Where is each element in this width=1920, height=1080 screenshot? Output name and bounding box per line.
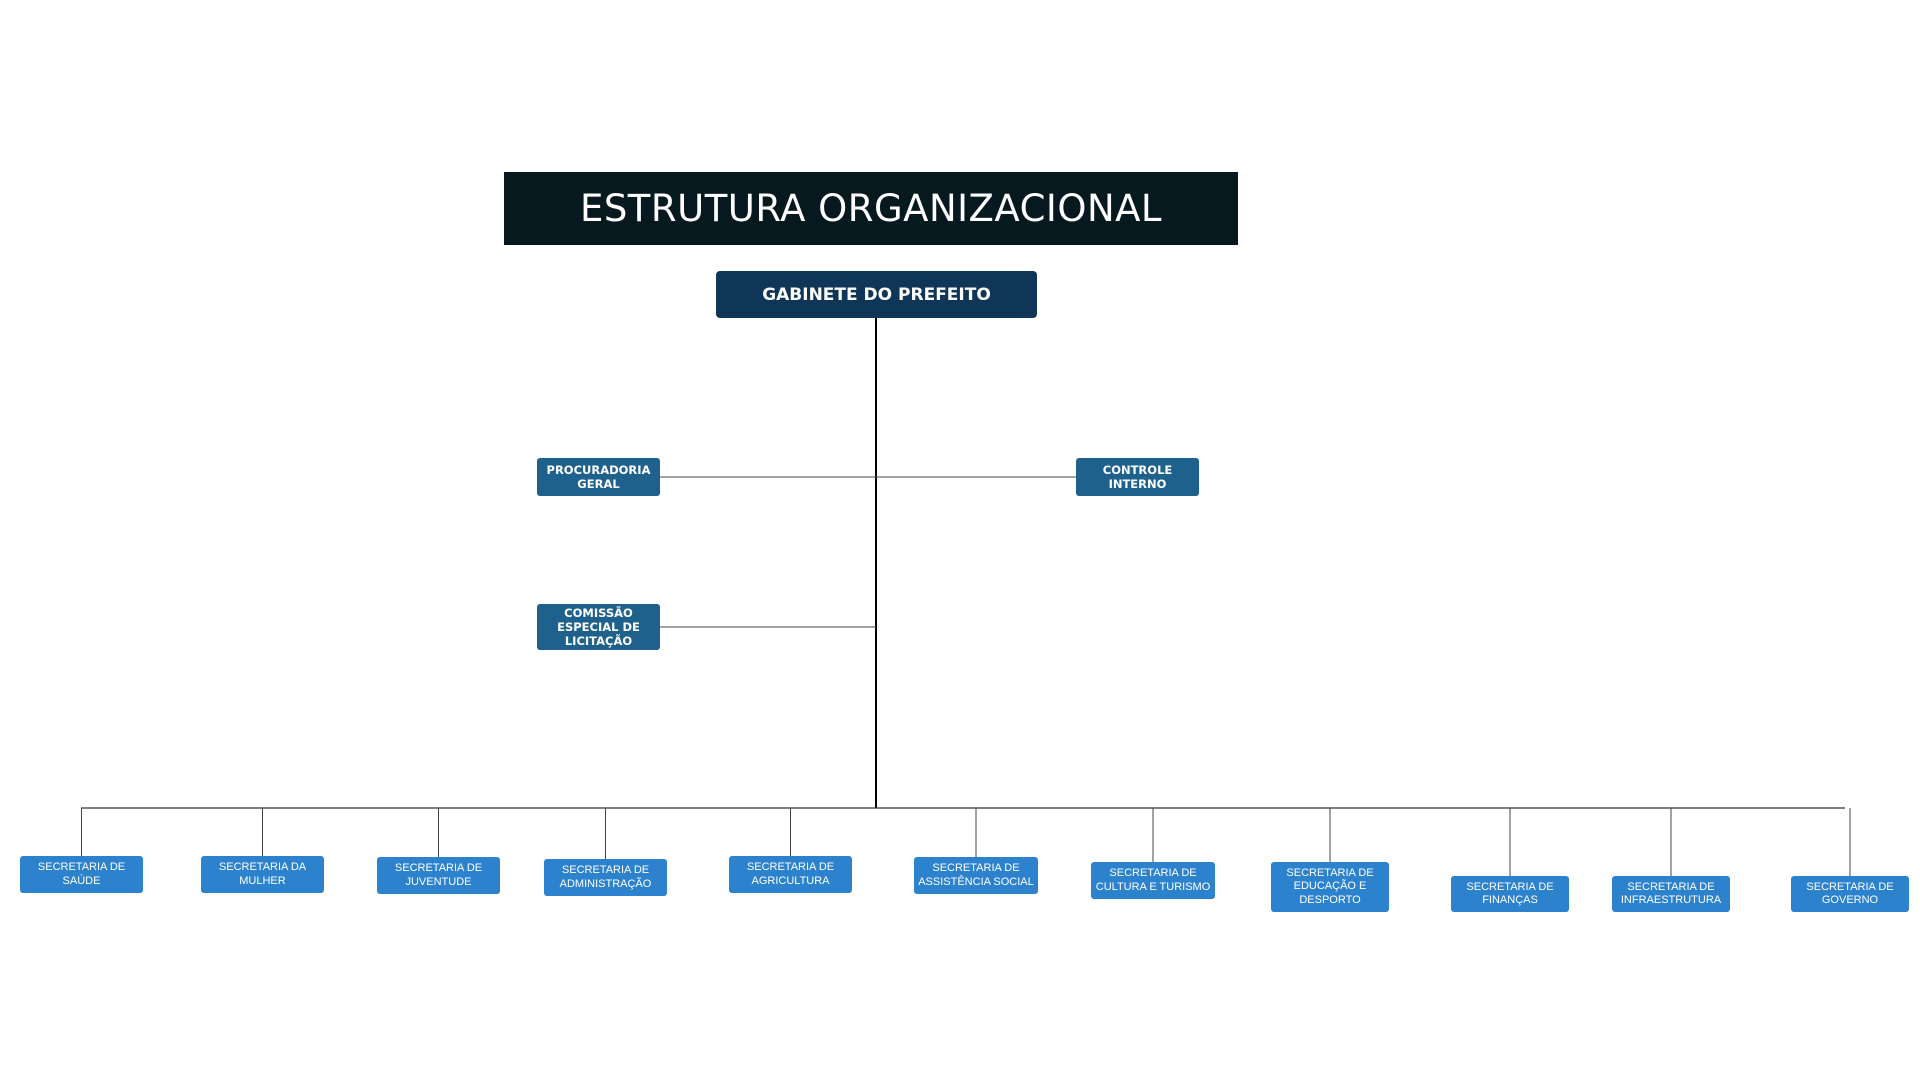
page-title: ESTRUTURA ORGANIZACIONAL bbox=[579, 187, 1163, 230]
node-gabinete-do-prefeito[interactable]: GABINETE DO PREFEITO bbox=[716, 271, 1037, 318]
secretaria-drop-lines bbox=[81, 808, 1851, 876]
secretaria-label: SECRETARIA DE ASSISTÊNCIA SOCIAL bbox=[918, 862, 1034, 888]
secretaria-label: SECRETARIA DE SAÚDE bbox=[37, 861, 126, 887]
node-secretaria-assistencia-social[interactable]: SECRETARIA DE ASSISTÊNCIA SOCIAL bbox=[914, 857, 1038, 894]
node-secretaria-educacao-desporto[interactable]: SECRETARIA DE EDUCAÇÃO E DESPORTO bbox=[1271, 862, 1389, 912]
secretaria-label: SECRETARIA DA MULHER bbox=[218, 861, 307, 887]
node-secretaria-cultura-turismo[interactable]: SECRETARIA DE CULTURA E TURISMO bbox=[1091, 862, 1215, 899]
node-secretaria-governo[interactable]: SECRETARIA DE GOVERNO bbox=[1791, 876, 1909, 912]
node-procuradoria-geral[interactable]: PROCURADORIA GERAL bbox=[537, 458, 660, 496]
secretaria-label: SECRETARIA DE EDUCAÇÃO E DESPORTO bbox=[1286, 866, 1374, 906]
secretaria-label: SECRETARIA DE GOVERNO bbox=[1806, 880, 1894, 907]
secretaria-label: SECRETARIA DE JUVENTUDE bbox=[394, 862, 483, 888]
node-procuradoria-label: PROCURADORIA GERAL bbox=[546, 463, 651, 491]
secretaria-label: SECRETARIA DE ADMINISTRAÇÃO bbox=[559, 864, 652, 890]
secretaria-label: SECRETARIA DE CULTURA E TURISMO bbox=[1095, 867, 1211, 893]
node-secretaria-financas[interactable]: SECRETARIA DE FINANÇAS bbox=[1451, 876, 1569, 912]
node-secretaria-juventude[interactable]: SECRETARIA DE JUVENTUDE bbox=[377, 857, 500, 894]
node-controle-label: CONTROLE INTERNO bbox=[1102, 463, 1173, 491]
node-comissao-label: COMISSÃO ESPECIAL DE LICITAÇÃO bbox=[557, 606, 640, 648]
node-secretaria-mulher[interactable]: SECRETARIA DA MULHER bbox=[201, 856, 324, 893]
secretaria-label: SECRETARIA DE AGRICULTURA bbox=[746, 861, 835, 887]
secretaria-label: SECRETARIA DE INFRAESTRUTURA bbox=[1620, 880, 1722, 907]
title-banner: ESTRUTURA ORGANIZACIONAL bbox=[504, 172, 1238, 245]
secretaria-label: SECRETARIA DE FINANÇAS bbox=[1466, 880, 1554, 907]
node-controle-interno[interactable]: CONTROLE INTERNO bbox=[1076, 458, 1199, 496]
node-secretaria-saude[interactable]: SECRETARIA DE SAÚDE bbox=[20, 856, 143, 893]
node-secretaria-agricultura[interactable]: SECRETARIA DE AGRICULTURA bbox=[729, 856, 852, 893]
node-comissao-licitacao[interactable]: COMISSÃO ESPECIAL DE LICITAÇÃO bbox=[537, 604, 660, 650]
node-gabinete-label: GABINETE DO PREFEITO bbox=[762, 284, 991, 305]
node-secretaria-infraestrutura[interactable]: SECRETARIA DE INFRAESTRUTURA bbox=[1612, 876, 1730, 912]
node-secretaria-administracao[interactable]: SECRETARIA DE ADMINISTRAÇÃO bbox=[544, 859, 667, 896]
